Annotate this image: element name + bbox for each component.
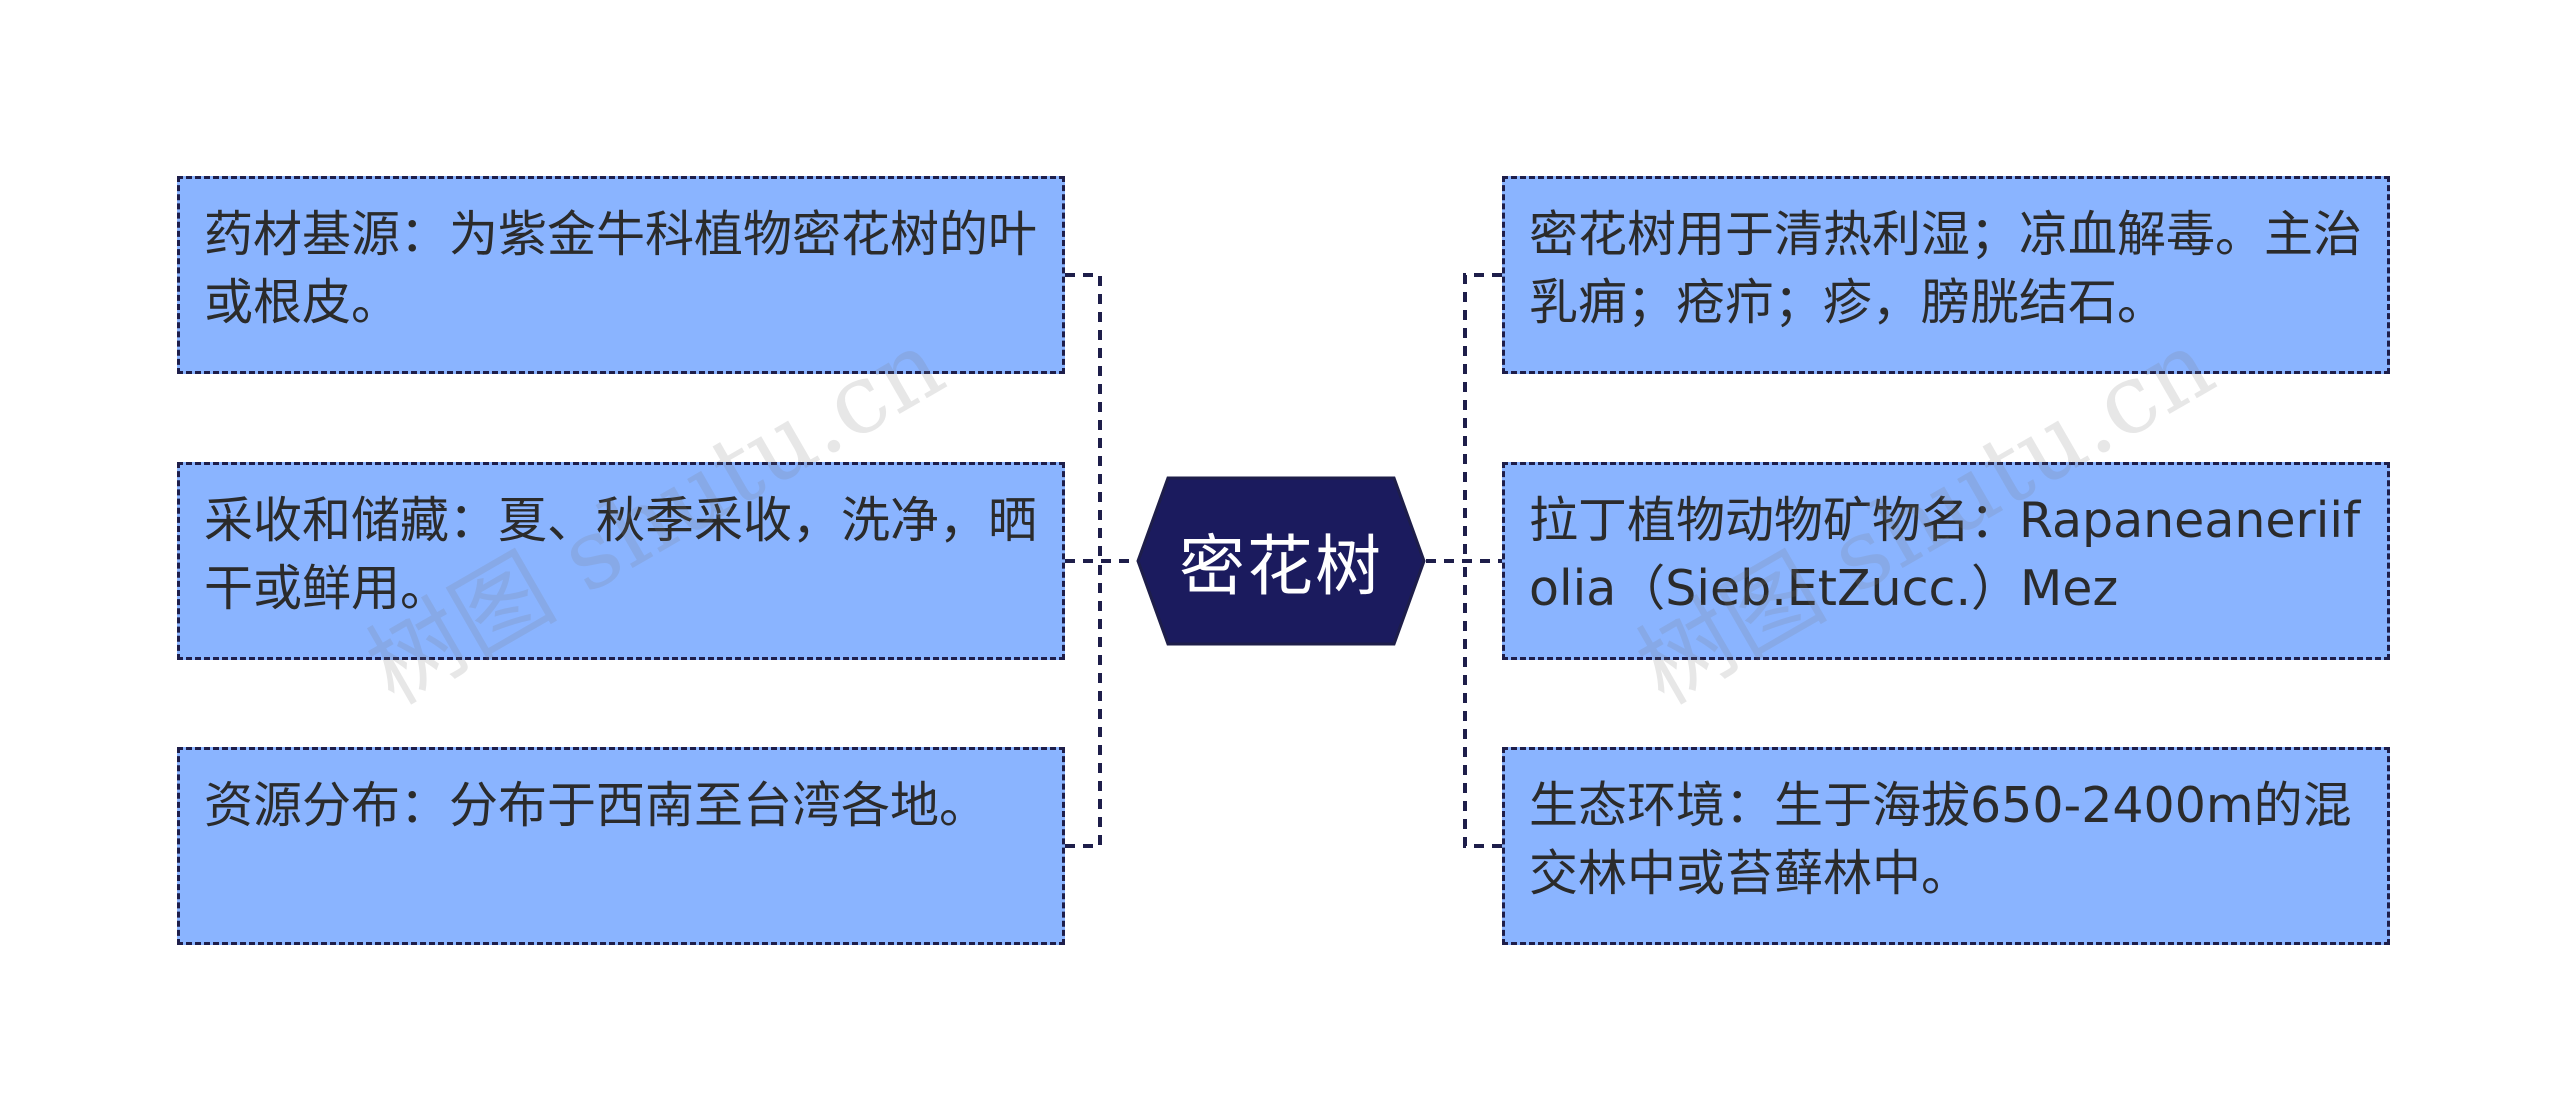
center-node-shape [1136,476,1426,646]
node-efficacy[interactable]: 密花树用于清热利湿；凉血解毒。主治乳痈；疮疖；疹，膀胱结石。 [1502,176,2390,374]
connector-right-1 [1463,273,1502,562]
connector-left-3 [1065,560,1102,848]
connector-right-3 [1463,560,1502,848]
connector-left-1 [1065,273,1102,562]
node-harvest-storage[interactable]: 采收和储藏：夏、秋季采收，洗净，晒干或鲜用。 [177,462,1065,660]
node-medicinal-source[interactable]: 药材基源：为紫金牛科植物密花树的叶或根皮。 [177,176,1065,374]
node-distribution[interactable]: 资源分布：分布于西南至台湾各地。 [177,747,1065,945]
node-ecology[interactable]: 生态环境：生于海拔650-2400m的混交林中或苔藓林中。 [1502,747,2390,945]
node-latin-name[interactable]: 拉丁植物动物矿物名：Rapaneaneriifolia（Sieb.EtZucc.… [1502,462,2390,660]
center-node-label[interactable]: 密花树 [1179,528,1383,605]
